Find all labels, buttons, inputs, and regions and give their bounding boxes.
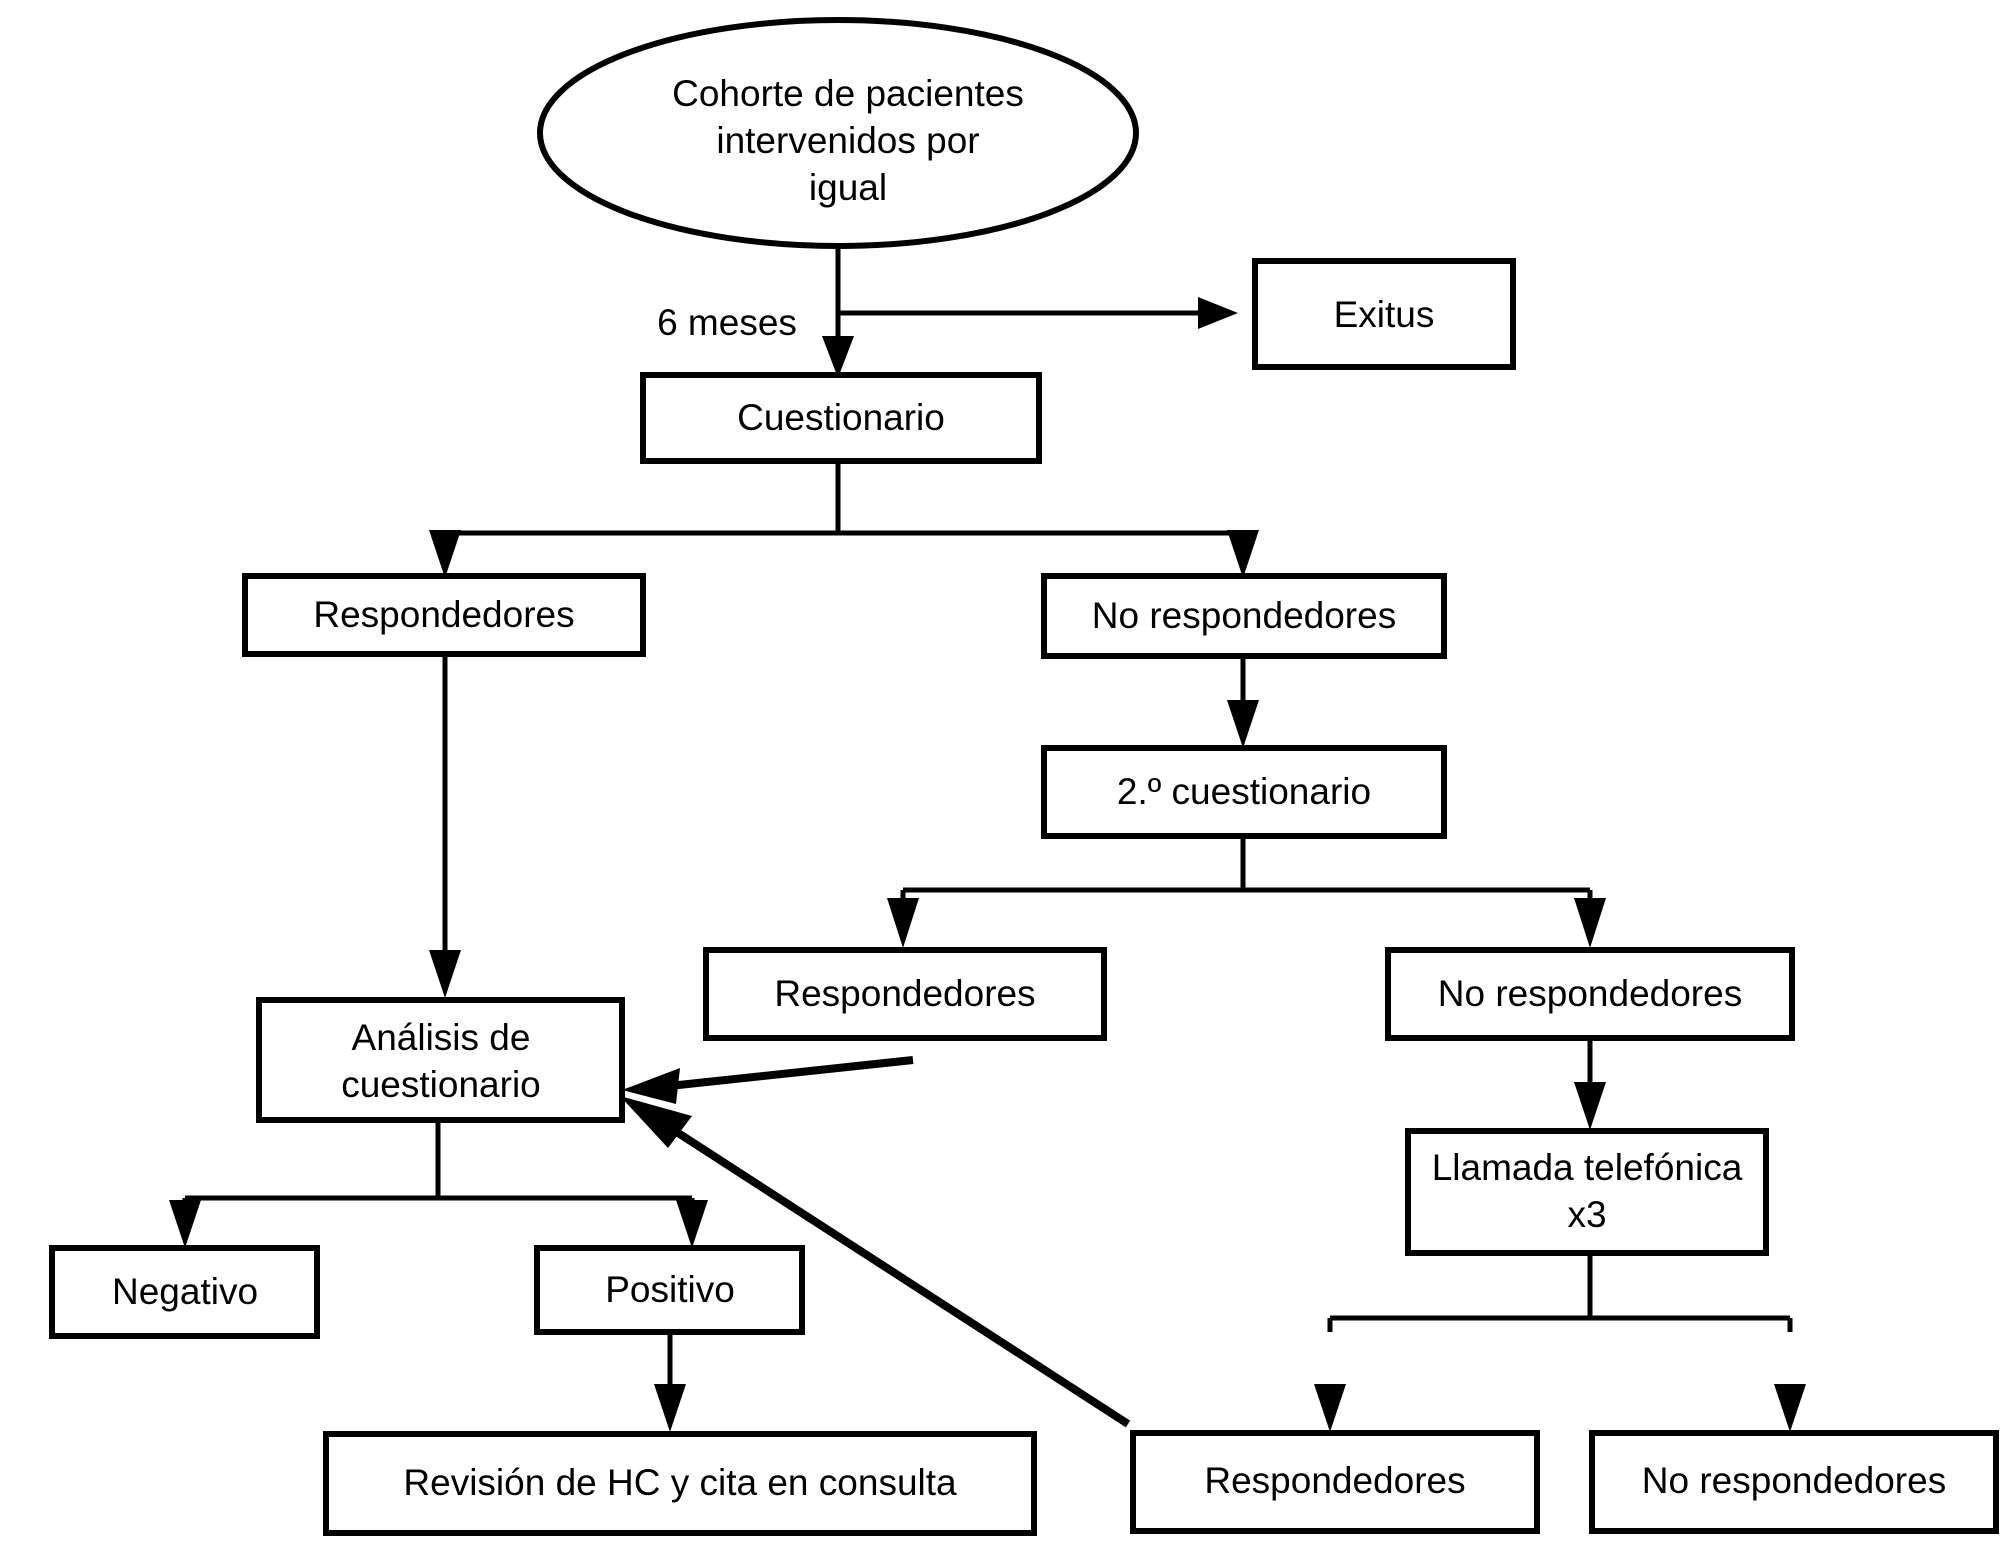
cuestionario-2-rect-shape [1041,745,1447,839]
cuestionario-rect-shape [640,372,1042,464]
node-no-respondedores-1[interactable]: No respondedores [1041,573,1447,659]
analisis-label-line1: Análisis de [352,1017,531,1058]
no-respondedores-2-rect-shape [1385,947,1795,1041]
node-respondedores-1[interactable]: Respondedores [242,573,646,657]
edge-positivo-to-revision [654,1330,686,1432]
cuestionario-2-label: 2.º cuestionario [1117,771,1371,812]
llamada-rect-shape [1405,1128,1769,1256]
node-exitus[interactable]: Exitus [1252,258,1516,370]
revision-rect-shape [323,1431,1037,1536]
no-respondedores-1-label: No respondedores [1092,595,1396,636]
cohorte-label-line1: Cohorte de pacientes [672,73,1024,114]
edge-norespondedores2-to-llamada [1574,1038,1606,1130]
no-respondedores-1-rect-shape [1041,573,1447,659]
no-respondedores-3-label: No respondedores [1642,1460,1946,1501]
analisis-rect-shape [256,997,625,1123]
respondedores-1-label: Respondedores [313,594,574,635]
no-respondedores-2-label: No respondedores [1438,973,1742,1014]
negativo-rect-shape [49,1245,320,1339]
node-revision-hc[interactable]: Revisión de HC y cita en consulta [323,1431,1037,1536]
cohorte-label-line3: igual [809,167,887,208]
llamada-label-line1: Llamada telefónica [1432,1147,1743,1188]
edge-analisis-split [169,1120,708,1248]
revision-label: Revisión de HC y cita en consulta [403,1462,957,1503]
edge-norespondedores1-to-cuestionario2 [1227,655,1259,748]
respondedores-2-rect-shape [703,947,1107,1041]
respondedores-3-rect-shape [1130,1430,1540,1534]
node-cuestionario[interactable]: Cuestionario [640,372,1042,464]
edge-cuestionario-split [429,460,1259,578]
edge-respondedores1-to-analisis [429,652,461,998]
exitus-label: Exitus [1334,294,1435,335]
positivo-label: Positivo [605,1269,735,1310]
node-analisis-cuestionario[interactable]: Análisis de cuestionario [256,997,625,1123]
edge-respondedores2-to-analisis [622,1056,914,1104]
analisis-label-line2: cuestionario [341,1064,541,1105]
node-respondedores-2[interactable]: Respondedores [703,947,1107,1041]
exitus-rect-shape [1252,258,1516,370]
node-negativo[interactable]: Negativo [49,1245,320,1339]
node-cuestionario-2[interactable]: 2.º cuestionario [1041,745,1447,839]
edge-respondedores3-to-analisis [620,1096,1131,1428]
no-respondedores-3-rect-shape [1589,1430,1999,1534]
cohorte-label-line2: intervenidos por [716,120,979,161]
edge-llamada-split [1314,1253,1806,1432]
node-respondedores-3[interactable]: Respondedores [1130,1430,1540,1534]
edge-cohorte-to-exitus [838,297,1238,329]
positivo-rect-shape [534,1245,805,1335]
node-llamada-telefonica[interactable]: Llamada telefónica x3 [1405,1128,1769,1256]
respondedores-3-label: Respondedores [1204,1460,1465,1501]
negativo-label: Negativo [112,1271,258,1312]
edge-cuestionario2-split [887,835,1606,948]
node-no-respondedores-3[interactable]: No respondedores [1589,1430,1999,1534]
node-cohorte[interactable]: Cohorte de pacientes intervenidos por ig… [537,17,1139,249]
edge-label-seis-meses: 6 meses [657,302,797,343]
cohorte-ellipse-shape [537,17,1139,249]
respondedores-2-label: Respondedores [774,973,1035,1014]
cuestionario-label: Cuestionario [737,397,945,438]
node-no-respondedores-2[interactable]: No respondedores [1385,947,1795,1041]
node-positivo[interactable]: Positivo [534,1245,805,1335]
edge-cohorte-to-cuestionario [822,245,854,378]
llamada-label-line2: x3 [1567,1194,1606,1235]
respondedores-1-rect-shape [242,573,646,657]
